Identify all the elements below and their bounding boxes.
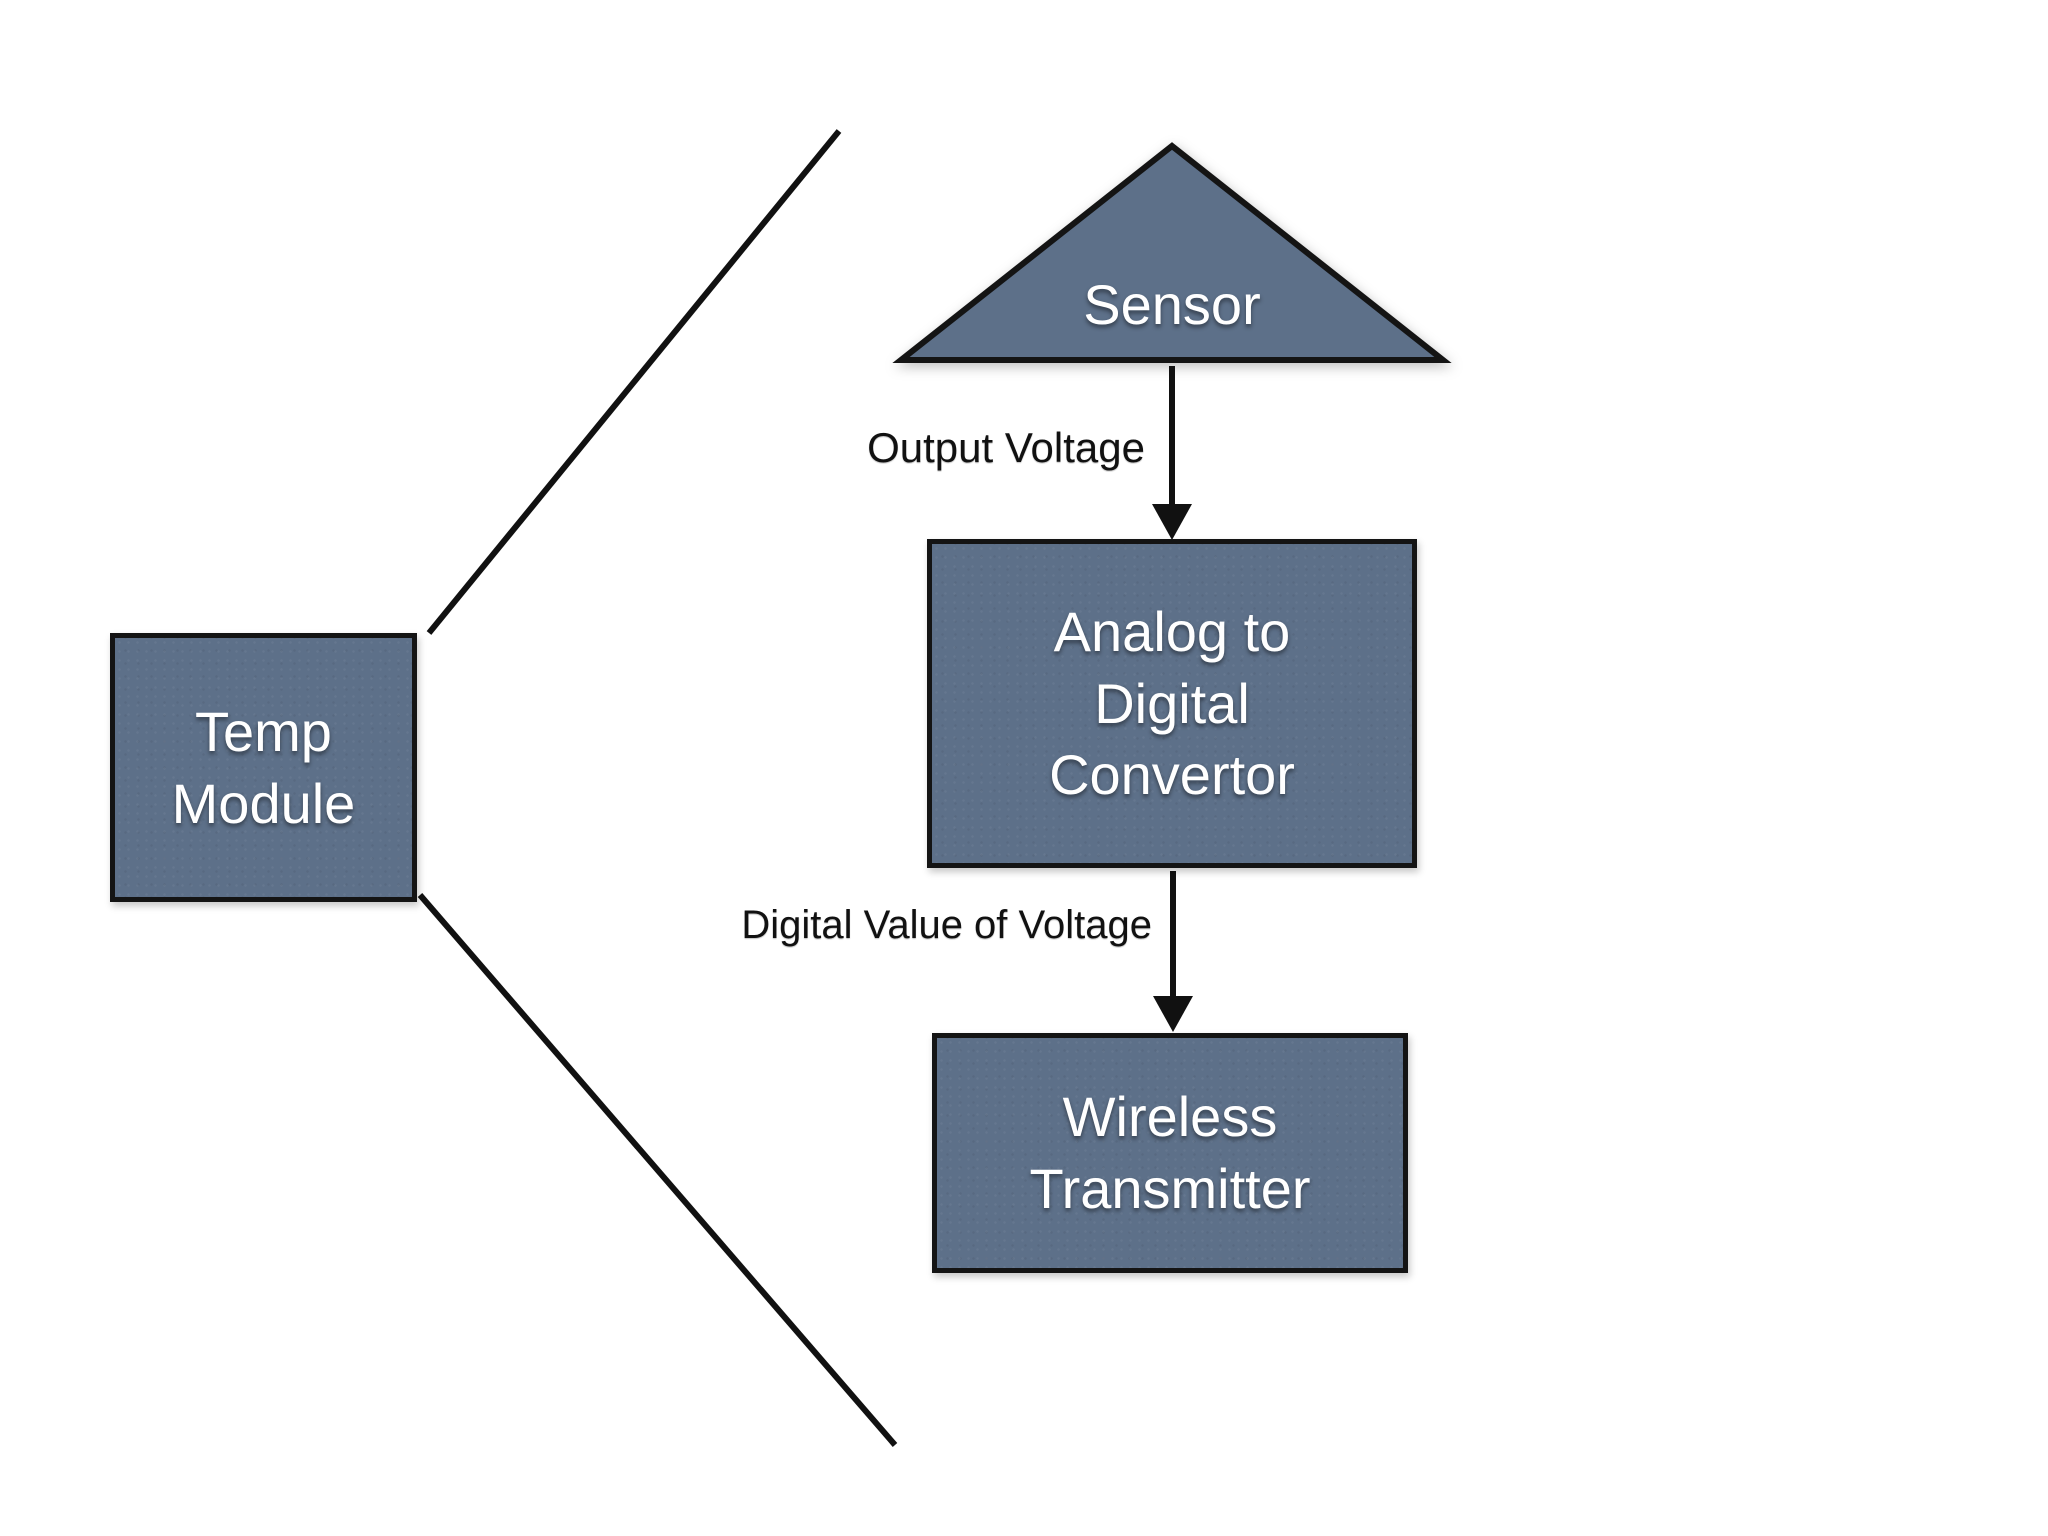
adc-label: Analog to Digital Convertor (1049, 599, 1295, 807)
temp-module-label: Temp Module (171, 699, 356, 835)
wireless-transmitter-box: Wireless Transmitter (932, 1033, 1408, 1273)
arrow-adc-to-wireless (1153, 871, 1193, 1032)
arrow-head-icon (1152, 504, 1192, 540)
arrow-sensor-to-adc (1152, 366, 1192, 540)
expansion-line-top (426, 129, 842, 635)
digital-value-of-voltage-label: Digital Value of Voltage (741, 903, 1152, 947)
temp-module-box: Temp Module (110, 633, 417, 902)
wireless-transmitter-label: Wireless Transmitter (1029, 1085, 1311, 1220)
expansion-line-bottom (417, 893, 898, 1447)
analog-to-digital-convertor-box: Analog to Digital Convertor (927, 539, 1417, 868)
output-voltage-label: Output Voltage (867, 424, 1145, 471)
sensor-label: Sensor (1083, 273, 1261, 336)
arrow-head-icon (1153, 996, 1193, 1032)
